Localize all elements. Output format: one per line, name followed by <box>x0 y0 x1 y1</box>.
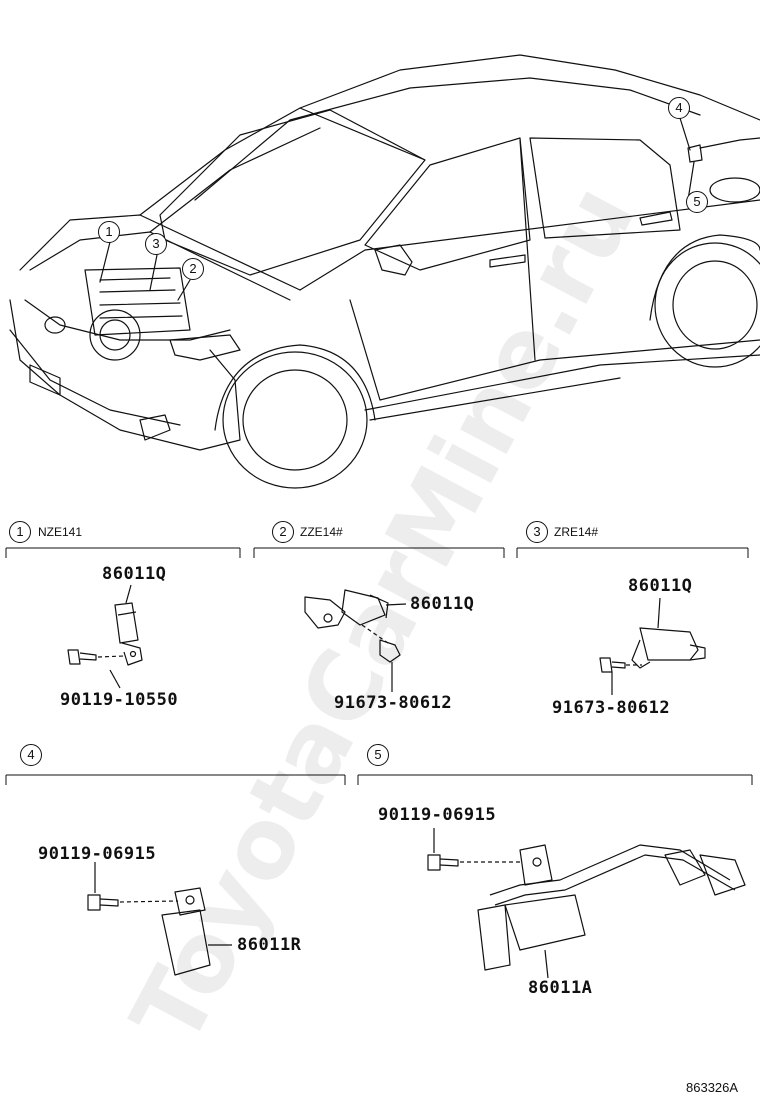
callout-1: 1 <box>98 221 120 243</box>
section-3-model: ZRE14# <box>554 525 599 539</box>
section-4-number: 4 <box>20 744 42 766</box>
car-illustration <box>9 54 760 489</box>
section-1-number: 1 <box>9 521 31 543</box>
section-5-bolt-number: 90119-06915 <box>378 805 497 825</box>
section-2-bolt-number: 91673-80612 <box>334 693 453 713</box>
section-3-part-number: 86011Q <box>628 576 693 596</box>
callout-5: 5 <box>686 191 708 213</box>
section-4-bolt-number: 90119-06915 <box>38 844 157 864</box>
section-5-number: 5 <box>367 744 389 766</box>
section-3-bolt-number: 91673-80612 <box>552 698 671 718</box>
section-1-model: NZE141 <box>38 525 83 539</box>
callout-2: 2 <box>182 258 204 280</box>
diagram-id: 863326A <box>686 1080 739 1095</box>
section-2-part-number: 86011Q <box>410 594 475 614</box>
section-1-part-number: 86011Q <box>102 564 167 584</box>
section-frames <box>5 547 753 785</box>
section-1-bolt-number: 90119-10550 <box>60 690 179 710</box>
callout-4: 4 <box>668 97 690 119</box>
callout-3: 3 <box>145 233 167 255</box>
section-2-number: 2 <box>272 521 294 543</box>
section-5-part-number: 86011A <box>528 978 593 998</box>
section-4-part-number: 86011R <box>237 935 302 955</box>
section-3-number: 3 <box>526 521 548 543</box>
part-sketches <box>67 584 746 979</box>
section-2-model: ZZE14# <box>300 525 343 539</box>
